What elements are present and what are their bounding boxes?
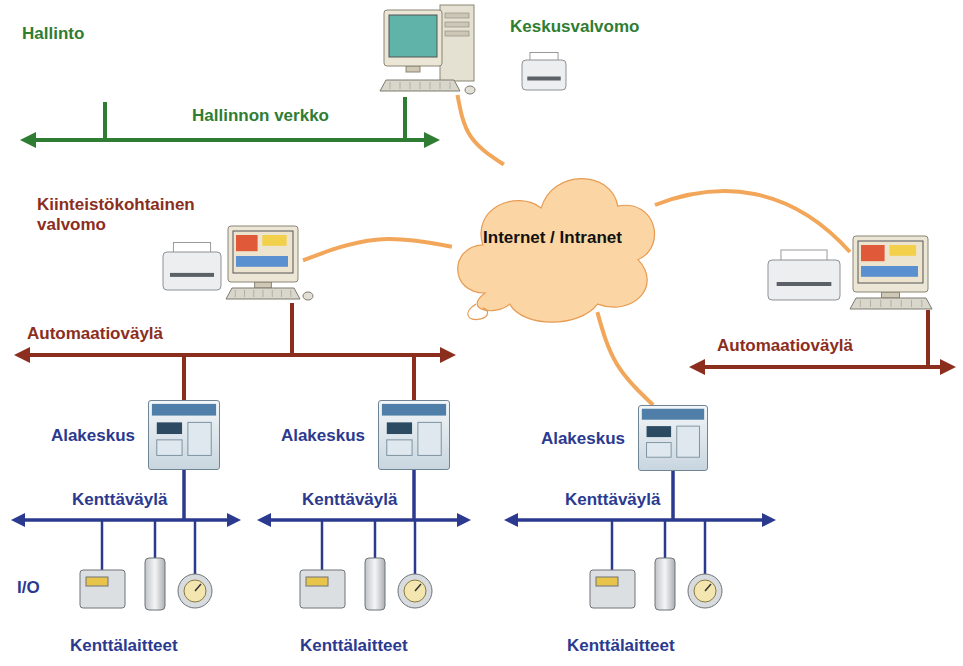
field-devices (300, 520, 432, 610)
node-label: Alakeskus (51, 426, 135, 446)
label-text: Kenttäväylä (302, 490, 397, 509)
workstation-node: Keskusvalvomo (380, 5, 475, 95)
controller-face (379, 401, 449, 469)
label-text: Automaatioväylä (27, 324, 163, 343)
bus-connector (292, 303, 414, 400)
node-label: Keskusvalvomo (510, 17, 639, 37)
keyboard-icon (380, 80, 460, 91)
label-text: Kenttäväylä (72, 490, 167, 509)
group-title: Hallinto (20, 24, 86, 44)
io-label: I/O (15, 578, 42, 598)
network-link (597, 312, 653, 405)
bus-label: Automaatioväylä (715, 336, 855, 356)
workstation-node: Kiinteistökohtainen valvomo (225, 225, 303, 303)
device-label: Kenttälaitteet (68, 636, 180, 656)
device-label: Kenttälaitteet (565, 636, 677, 656)
substation-box: Alakeskus (148, 400, 220, 470)
printer-icon (522, 53, 566, 91)
bus-label: Automaatioväylä (25, 324, 165, 344)
substation-box: Alakeskus (638, 405, 708, 471)
network-link (458, 95, 504, 164)
label-text: Kenttäväylä (565, 490, 660, 509)
monitor-icon (228, 226, 298, 288)
mouse-icon (465, 86, 475, 94)
network-link (303, 239, 452, 260)
label-text: Kenttälaitteet (567, 636, 675, 655)
field-devices (590, 520, 722, 610)
label-text: Kenttälaitteet (300, 636, 408, 655)
node-label: Kiinteistökohtainen valvomo (37, 195, 195, 235)
label-text: Automaatioväylä (717, 336, 853, 355)
network-label: Hallinnon verkko (190, 106, 331, 126)
printer-icon (163, 243, 221, 291)
admin-network (28, 97, 432, 140)
device-label: Kenttälaitteet (298, 636, 410, 656)
network-link (655, 191, 850, 252)
node-label: Alakeskus (281, 426, 365, 446)
bus-label: Kenttäväylä (70, 490, 169, 510)
controller-face (149, 401, 219, 469)
label-text: Hallinto (22, 24, 84, 43)
controller-face (639, 406, 707, 470)
keyboard-icon (850, 298, 932, 309)
bus-label: Kenttäväylä (300, 490, 399, 510)
keyboard-icon (226, 288, 300, 299)
substation-box: Alakeskus (378, 400, 450, 470)
monitor-icon (853, 236, 928, 298)
label-text: Kenttälaitteet (70, 636, 178, 655)
bus-label: Kenttäväylä (563, 490, 662, 510)
node-label: Alakeskus (541, 429, 625, 449)
mouse-icon (303, 292, 313, 300)
field-devices (80, 520, 212, 610)
node-label: Internet / Intranet (483, 228, 622, 248)
printer-icon (768, 250, 840, 300)
bus-connector (184, 303, 292, 400)
field-bus (18, 470, 769, 520)
label-text: Hallinnon verkko (192, 106, 329, 125)
network-cloud: Internet / Intranet (440, 145, 665, 330)
tower-icon (440, 5, 474, 81)
label-text: I/O (17, 578, 40, 597)
monitor-icon (384, 10, 442, 72)
automation-bus (22, 310, 948, 367)
